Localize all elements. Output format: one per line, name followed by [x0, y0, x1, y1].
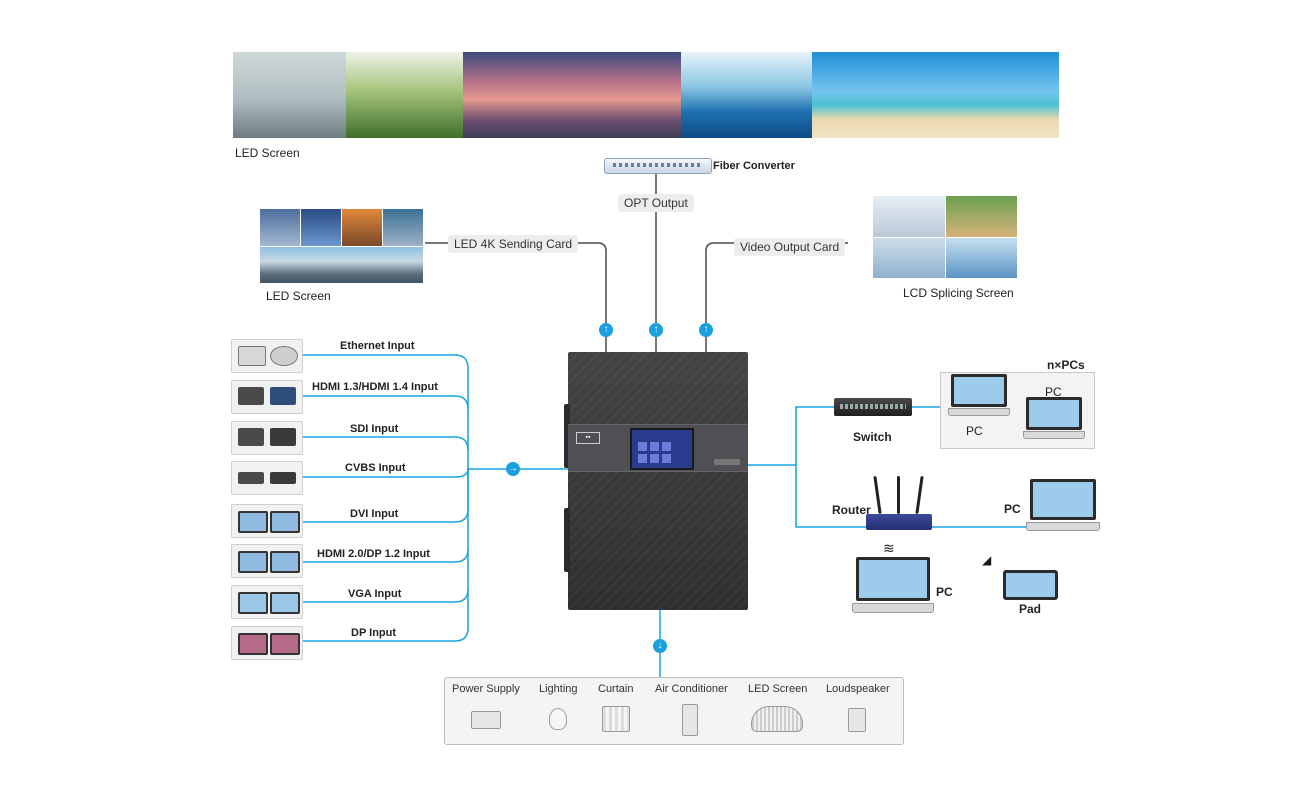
ethernet-camera-icon: [231, 339, 303, 373]
processor-badge: [714, 459, 740, 465]
input-label-sdi: SDI Input: [350, 423, 399, 435]
arrow-up-icon: ↑: [649, 323, 663, 337]
appliance-label-curtain: Curtain: [598, 683, 634, 695]
lcd-tile-3: [873, 237, 945, 278]
processor-handle: [564, 508, 570, 572]
pc-label-b: PC: [1045, 385, 1062, 399]
hdmi-laptop-icon: [231, 544, 303, 578]
input-label-hdmi14: HDMI 1.3/HDMI 1.4 Input: [312, 381, 438, 393]
hdmi-player-icon: [231, 380, 303, 414]
led-screen-2: [260, 209, 423, 283]
led-screen-icon: [751, 706, 803, 732]
led-segment-rocks: [463, 52, 681, 138]
lcd-tile-1: [873, 196, 945, 237]
router-label: Router: [832, 503, 871, 517]
wifi-icon: ≋: [883, 540, 895, 556]
input-label-dp: DP Input: [351, 627, 397, 639]
fiber-converter-icon: [604, 158, 712, 174]
pad-icon: [1003, 570, 1058, 600]
led-sending-card-label: LED 4K Sending Card: [448, 235, 579, 253]
led-segment-meadow: [346, 52, 463, 138]
appliance-label-speaker: Loudspeaker: [826, 683, 890, 695]
input-label-cvbs: CVBS Input: [345, 462, 406, 474]
pad-label: Pad: [1019, 602, 1042, 616]
bulb-icon: [549, 708, 567, 730]
lcd-tile-4: [945, 237, 1017, 278]
arrow-up-icon: ↑: [699, 323, 713, 337]
appliance-label-lighting: Lighting: [539, 683, 578, 695]
speaker-icon: [848, 708, 866, 732]
laptop-icon: [851, 557, 935, 613]
arrow-right-icon: →: [506, 462, 520, 476]
power-supply-icon: [471, 711, 501, 729]
input-label-hdmi20: HDMI 2.0/DP 1.2 Input: [317, 548, 430, 560]
vga-pc-icon: [231, 585, 303, 619]
processor-logo: ▪▪: [576, 432, 600, 444]
led2-tile-2: [301, 209, 341, 246]
input-label-dvi: DVI Input: [350, 508, 399, 520]
air-conditioner-icon: [682, 704, 698, 736]
pc-label-router: PC: [1004, 502, 1021, 516]
top-led-screen: [233, 52, 1059, 138]
video-processor: ▪▪: [564, 352, 748, 610]
fiber-converter-label: Fiber Converter: [713, 160, 795, 172]
cvbs-box-icon: [231, 461, 303, 495]
lcd-splicing-screen: [873, 196, 1017, 278]
led2-tile-3: [342, 209, 382, 246]
pc-label-a: PC: [966, 424, 983, 438]
led-segment-beach: [812, 52, 1059, 138]
led2-tile-bridge: [260, 246, 423, 283]
led-screen-2-label: LED Screen: [266, 289, 331, 303]
led2-tile-1: [260, 209, 300, 246]
video-output-card-label: Video Output Card: [734, 238, 846, 256]
appliance-label-ac: Air Conditioner: [655, 683, 728, 695]
arrow-down-icon: ↓: [653, 639, 667, 653]
appliance-label-power: Power Supply: [452, 683, 520, 695]
router-icon: [866, 475, 932, 530]
lcd-splicing-label: LCD Splicing Screen: [903, 286, 1014, 300]
curtain-icon: [602, 706, 630, 732]
laptop-icon: [1022, 397, 1086, 439]
arrow-up-icon: ↑: [599, 323, 613, 337]
appliance-label-led: LED Screen: [748, 683, 808, 695]
processor-touch-screen: [630, 428, 694, 470]
wireless-signal-icon: ◢: [982, 553, 992, 567]
processor-handle: [564, 404, 570, 468]
input-label-ethernet: Ethernet Input: [340, 340, 415, 352]
laptop-icon: [1026, 479, 1100, 531]
opt-output-label: OPT Output: [618, 194, 694, 212]
pc-label-wifi: PC: [936, 585, 953, 599]
switch-label: Switch: [853, 430, 892, 444]
lcd-tile-2: [945, 196, 1017, 237]
laptop-icon: [947, 374, 1011, 416]
sdi-camcorder-icon: [231, 421, 303, 455]
dp-monitor-icon: [231, 626, 303, 660]
input-label-vga: VGA Input: [348, 588, 402, 600]
led2-tile-4: [383, 209, 423, 246]
dvi-pc-icon: [231, 504, 303, 538]
npcs-label: n×PCs: [1047, 358, 1085, 372]
appliance-panel: Power Supply Lighting Curtain Air Condit…: [444, 677, 904, 745]
led-segment-coast: [681, 52, 812, 138]
switch-icon: [834, 398, 912, 416]
top-led-label: LED Screen: [235, 146, 300, 160]
led-segment-sea: [233, 52, 346, 138]
